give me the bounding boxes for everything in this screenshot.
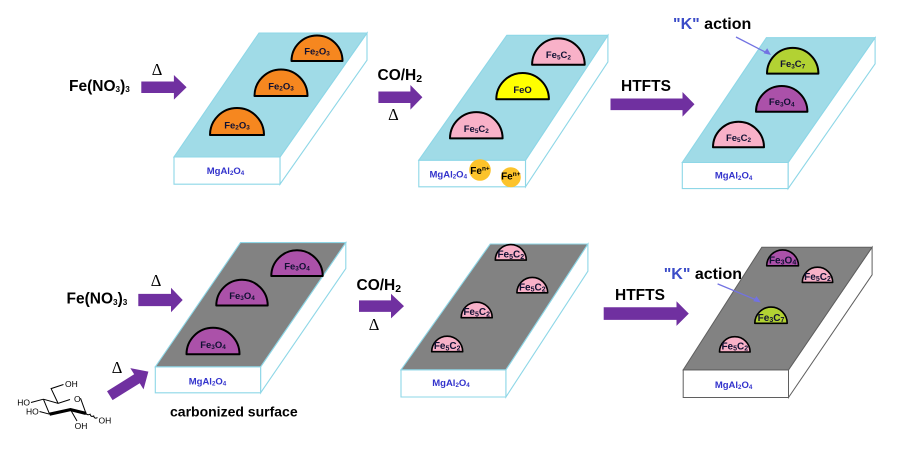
svg-text:Fe5C2: Fe5C2 <box>463 307 490 318</box>
svg-text:Fe5C2: Fe5C2 <box>804 272 831 283</box>
svg-text:CO/H2: CO/H2 <box>357 277 402 295</box>
svg-text:Fe3O4: Fe3O4 <box>200 340 226 351</box>
svg-text:MgAl2O4: MgAl2O4 <box>189 377 227 388</box>
svg-text:Fe5C2: Fe5C2 <box>546 50 572 61</box>
svg-text:Fe3O4: Fe3O4 <box>769 255 796 266</box>
svg-text:FeO: FeO <box>513 85 531 96</box>
svg-text:Fe5C2: Fe5C2 <box>464 124 490 135</box>
svg-text:HO: HO <box>17 398 30 408</box>
svg-text:Fe5C2: Fe5C2 <box>726 133 752 144</box>
svg-text:MgAl2O4: MgAl2O4 <box>715 171 753 182</box>
svg-text:Δ: Δ <box>151 271 162 290</box>
svg-text:Fe3O4: Fe3O4 <box>769 97 795 108</box>
svg-text:MgAl2O4: MgAl2O4 <box>432 378 470 389</box>
svg-text:Fe3O4: Fe3O4 <box>229 291 255 302</box>
svg-text:HTFTS: HTFTS <box>621 78 671 95</box>
svg-text:OH: OH <box>65 379 78 389</box>
svg-text:Fe5C2: Fe5C2 <box>721 342 748 353</box>
svg-text:MgAl2O4: MgAl2O4 <box>430 169 468 180</box>
svg-text:O: O <box>74 394 81 404</box>
svg-text:Δ: Δ <box>112 358 123 377</box>
svg-text:CO/H2: CO/H2 <box>378 67 423 85</box>
svg-text:MgAl2O4: MgAl2O4 <box>207 166 245 177</box>
svg-text:Fe3O4: Fe3O4 <box>284 262 310 273</box>
svg-text:Fe5C2: Fe5C2 <box>497 250 524 261</box>
svg-text:OH: OH <box>75 421 88 431</box>
svg-text:Fe2O3: Fe2O3 <box>304 47 330 58</box>
svg-text:carbonized surface: carbonized surface <box>170 403 298 419</box>
svg-text:Fe2O3: Fe2O3 <box>268 82 294 93</box>
svg-text:Fe2O3: Fe2O3 <box>224 121 250 132</box>
svg-text:Fe(NO3)3: Fe(NO3)3 <box>67 291 128 308</box>
svg-text:OH: OH <box>99 416 112 426</box>
svg-text:"K" action: "K" action <box>673 16 751 33</box>
svg-text:Δ: Δ <box>369 315 380 334</box>
svg-text:Fe3C7: Fe3C7 <box>758 313 785 324</box>
svg-text:Fe(NO3)3: Fe(NO3)3 <box>69 78 130 95</box>
svg-text:Fe3C7: Fe3C7 <box>780 59 806 70</box>
svg-text:Δ: Δ <box>152 60 163 79</box>
svg-text:Fe5C2: Fe5C2 <box>434 341 461 352</box>
svg-text:HTFTS: HTFTS <box>615 287 665 304</box>
svg-text:MgAl2O4: MgAl2O4 <box>715 380 753 391</box>
svg-text:HO: HO <box>26 407 39 417</box>
svg-text:Fen+: Fen+ <box>501 171 521 182</box>
svg-text:Fe5C2: Fe5C2 <box>519 282 546 293</box>
svg-text:Fen+: Fen+ <box>470 166 490 177</box>
svg-text:"K" action: "K" action <box>664 266 742 283</box>
svg-text:Δ: Δ <box>388 105 399 124</box>
